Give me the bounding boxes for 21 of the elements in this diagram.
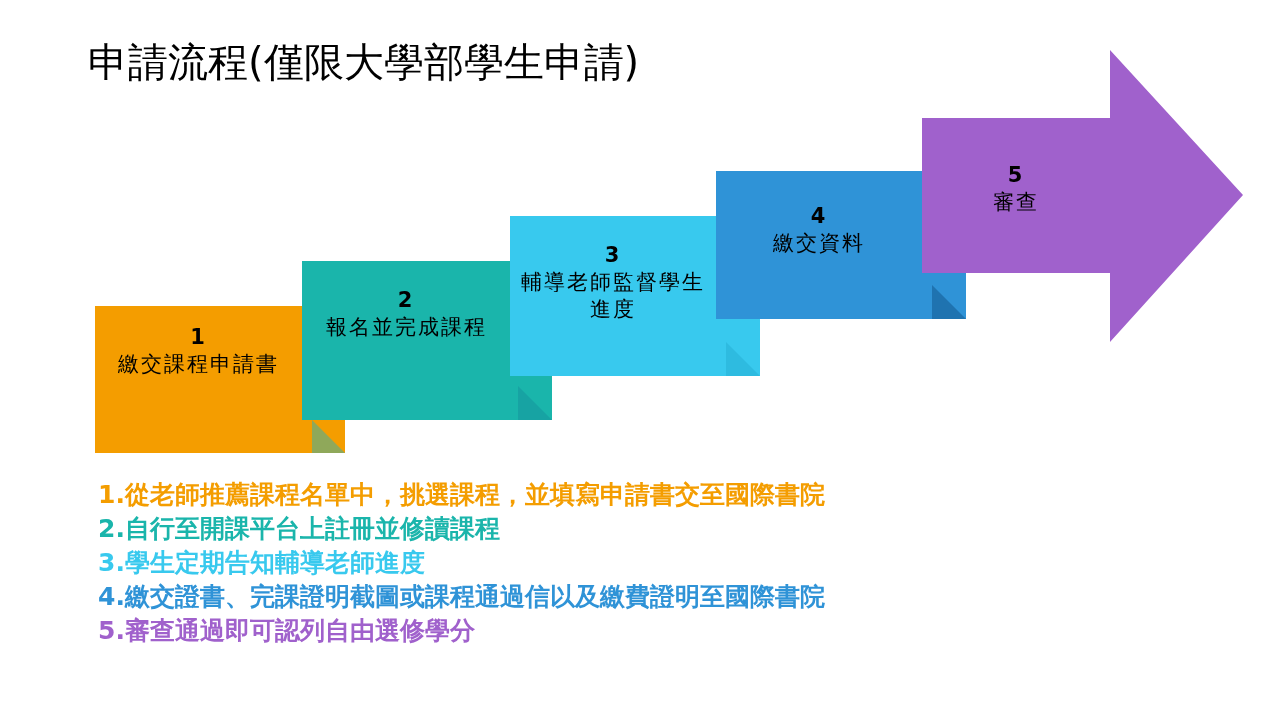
step-number: 4 bbox=[810, 203, 828, 230]
step-box bbox=[510, 216, 716, 376]
title: 申請流程(僅限大學部學生申請) bbox=[88, 38, 640, 87]
step-note: 5.審查通過即可認列自由選修學分 bbox=[98, 615, 476, 647]
step-number: 2 bbox=[397, 287, 415, 314]
step-text: 輔導老師監督學生進度 bbox=[521, 269, 705, 323]
step-box bbox=[716, 171, 922, 319]
step-box bbox=[302, 261, 510, 420]
step-box bbox=[95, 306, 302, 453]
step-text: 繳交課程申請書 bbox=[118, 351, 279, 378]
step-note: 2.自行至開課平台上註冊並修讀課程 bbox=[98, 513, 501, 545]
step-number: 1 bbox=[190, 324, 207, 351]
step-note: 1.從老師推薦課程名單中，挑選課程，並填寫申請書交至國際書院 bbox=[98, 479, 825, 511]
step-text: 繳交資料 bbox=[773, 230, 865, 257]
step-note: 3.學生定期告知輔導老師進度 bbox=[98, 547, 426, 579]
arrow-step-shape bbox=[922, 50, 1243, 342]
step-text: 報名並完成課程 bbox=[325, 314, 487, 341]
step-text: 審查 bbox=[993, 189, 1039, 216]
step-number: 3 bbox=[604, 242, 622, 269]
step-note: 4.繳交證書、完課證明截圖或課程通過信以及繳費證明至國際書院 bbox=[98, 581, 825, 613]
step-number: 5 bbox=[1007, 162, 1025, 189]
